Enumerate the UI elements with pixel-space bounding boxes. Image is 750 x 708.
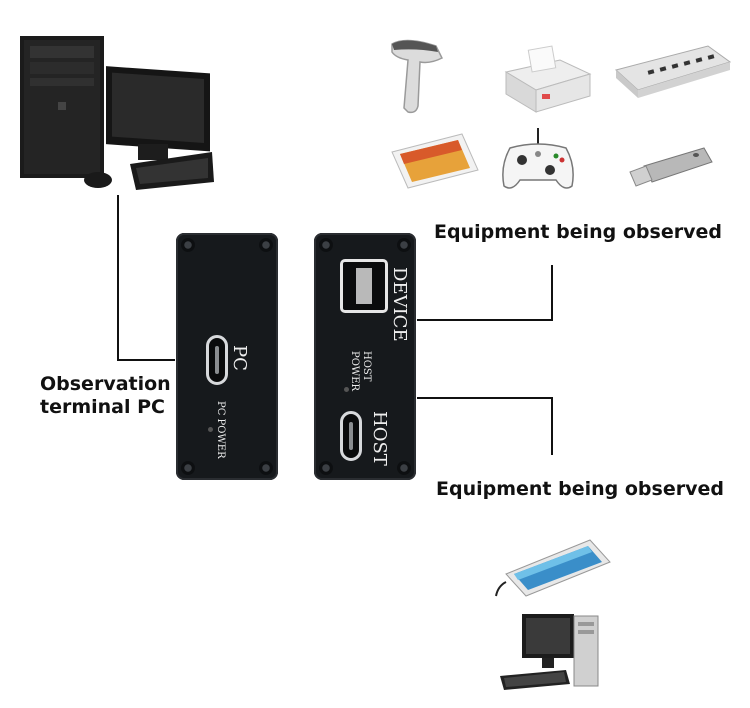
device-connector-vertical [551,265,553,321]
pc-power-led [208,427,213,432]
pc-usb-c-port[interactable] [206,335,228,385]
screw-icon [319,238,333,252]
usb-flash-drive-icon [629,147,713,187]
host-connector-horizontal [417,397,553,399]
pc-power-label: PC POWER [215,401,226,459]
host-port-label: HOST [369,411,390,466]
desktop-computer-icon [500,614,599,690]
screw-icon [319,461,333,475]
tablet-icon [391,133,479,189]
device-connector-horizontal [417,319,553,321]
pc-port-label: PC [229,345,250,371]
screw-icon [181,461,195,475]
device-port-label: DEVICE [389,267,410,342]
barcode-scanner-icon [391,39,444,114]
screw-icon [259,461,273,475]
smartphone-icon [495,539,611,597]
host-power-led [344,387,349,392]
screw-icon [397,461,411,475]
host-power-label-line-1: HOST [361,351,372,382]
host-side-panel: DEVICE HOST POWER HOST [314,233,416,480]
equipment-top-label: Equipment being observed [434,221,722,243]
host-usb-c-port[interactable] [340,411,362,461]
device-usb-a-port[interactable] [340,259,388,313]
observation-pc-label-line-2: terminal PC [40,396,165,418]
screw-icon [397,238,411,252]
pc-side-panel: PC PC POWER [176,233,278,480]
screw-icon [259,238,273,252]
screw-icon [181,238,195,252]
receipt-printer-icon [504,45,592,113]
host-connector-vertical [551,397,553,455]
desktop-pc-icon [20,36,214,190]
pc-connector-horizontal [117,359,175,361]
gamepad-icon [502,128,574,189]
usb-hub-icon [614,45,732,98]
equipment-bottom-label: Equipment being observed [436,478,724,500]
observation-pc-label-line-1: Observation [40,373,171,395]
host-power-label-line-2: POWER [349,351,360,392]
pc-connector-vertical [117,195,119,360]
